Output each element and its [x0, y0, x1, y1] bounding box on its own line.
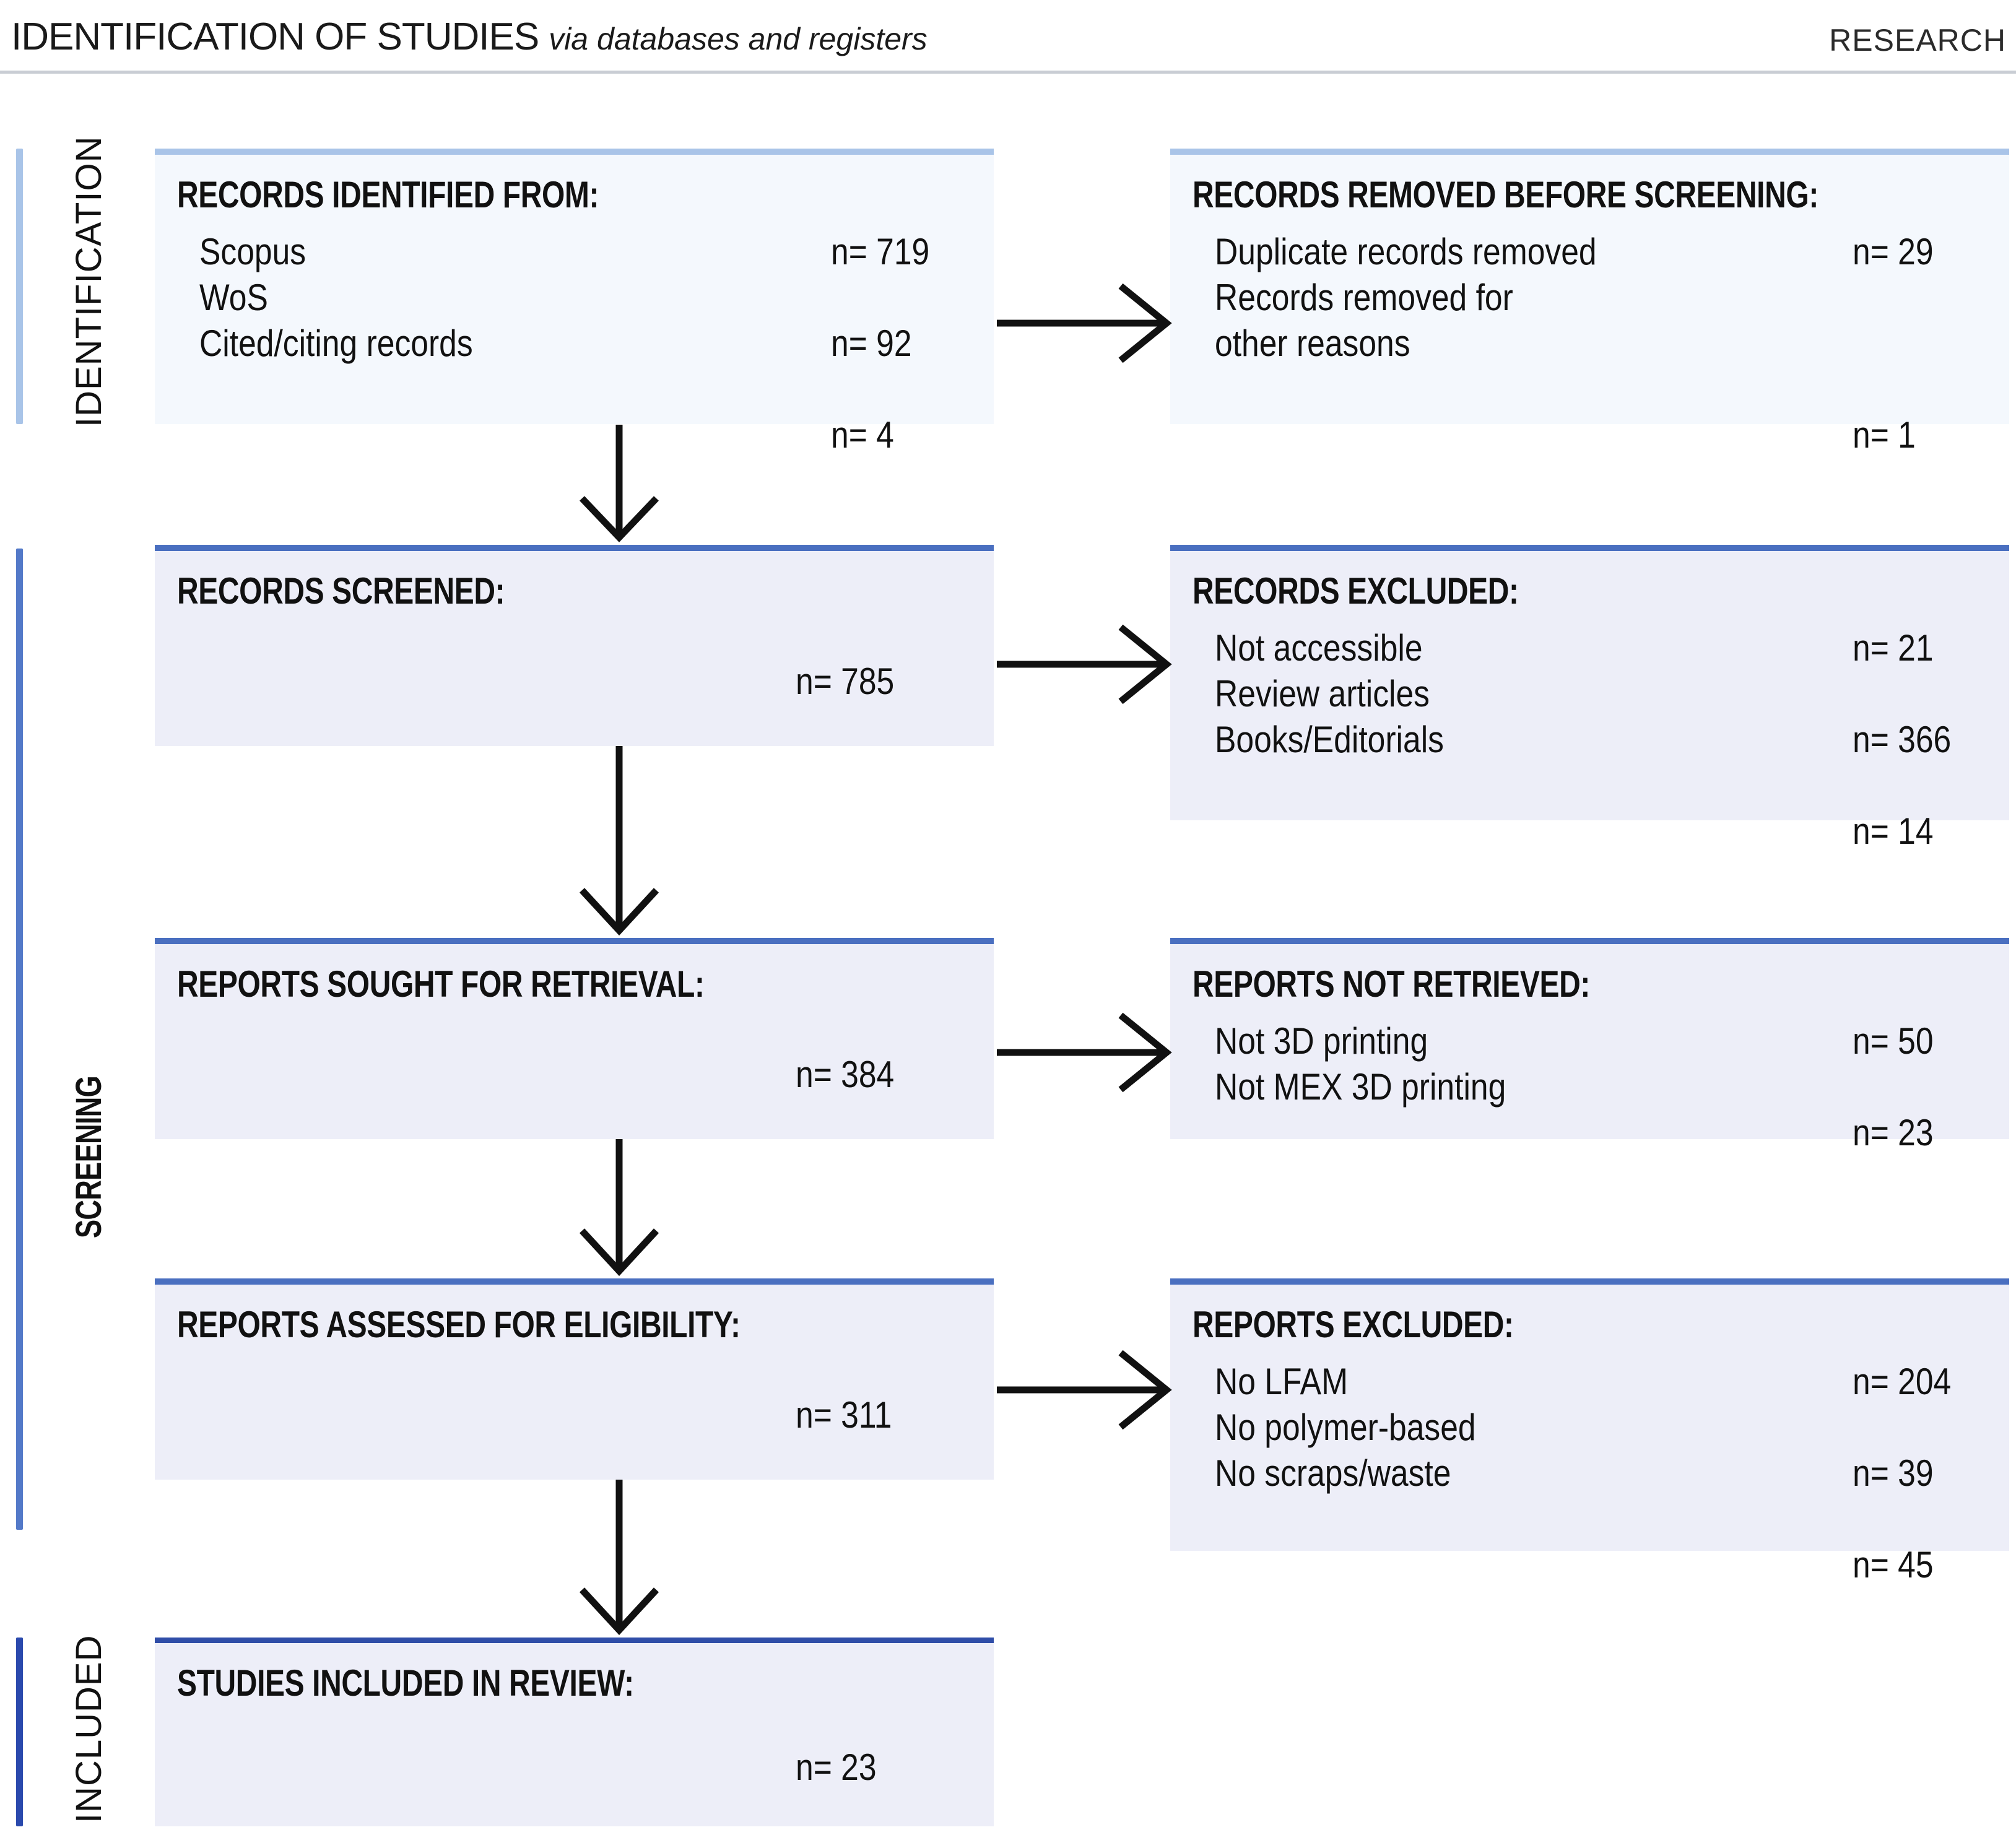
stage-label-included: INCLUDED	[69, 1634, 109, 1824]
row-value: n= 29	[1853, 231, 1934, 272]
stage-spine-screening	[16, 549, 23, 1530]
box-rows: Scopus n= 719 WoS n= 92 Cited/citing rec…	[199, 230, 975, 456]
row-value: n= 50	[1853, 1020, 1934, 1062]
box-reports-excluded: REPORTS EXCLUDED: No LFAM n= 204 No poly…	[1170, 1278, 2009, 1586]
box-rows: No LFAM n= 204 No polymer-based n= 39 No…	[1215, 1360, 1991, 1586]
row-value: n= 366	[1853, 719, 1952, 760]
arrow-down-identification-to-screened	[580, 425, 659, 542]
row-value: n= 39	[1853, 1452, 1934, 1494]
row-value: n= 14	[1853, 810, 1934, 852]
arrow-right-identification-to-removed	[997, 283, 1172, 363]
page-title-main: IDENTIFICATION OF STUDIES	[11, 15, 539, 58]
row-label: Duplicate records removed	[1215, 231, 1597, 272]
box-title: STUDIES INCLUDED IN REVIEW:	[177, 1662, 634, 1704]
page-subtitle: via databases and registers	[549, 22, 928, 56]
arrow-right-screened-to-excluded	[997, 624, 1172, 705]
row-label: No LFAM	[1215, 1361, 1349, 1402]
table-row: Cited/citing records n= 4	[199, 322, 975, 456]
row-label: Not MEX 3D printing	[1215, 1066, 1506, 1108]
box-title: REPORTS SOUGHT FOR RETRIEVAL:	[177, 963, 705, 1005]
row-label: Scopus	[199, 231, 306, 272]
stage-spine-included	[16, 1638, 23, 1826]
page-header: IDENTIFICATION OF STUDIES via databases a…	[0, 0, 2016, 74]
row-label: Records removed for	[1215, 277, 1513, 318]
arrow-right-sought-to-not-retrieved	[997, 1012, 1172, 1093]
row-value: n= 21	[1853, 627, 1934, 669]
box-records-removed: RECORDS REMOVED BEFORE SCREENING: Duplic…	[1170, 149, 2009, 456]
box-count: n= 311	[796, 1394, 892, 1436]
header-divider	[0, 71, 2016, 74]
row-label: Cited/citing records	[199, 323, 473, 364]
row-value: n= 204	[1853, 1361, 1952, 1402]
row-label: Books/Editorials	[1215, 719, 1444, 760]
table-row: other reasons n= 1	[1215, 322, 1991, 456]
row-label: Review articles	[1215, 673, 1430, 714]
table-row: Duplicate records removed n= 29	[1215, 230, 1991, 276]
row-value: n= 4	[831, 414, 894, 456]
box-reports-assessed: REPORTS ASSESSED FOR ELIGIBILITY: n= 311	[155, 1278, 994, 1480]
table-row: Not accessible n= 21	[1215, 627, 1991, 672]
page-title: IDENTIFICATION OF STUDIES via databases a…	[11, 15, 928, 59]
box-title: RECORDS REMOVED BEFORE SCREENING:	[1193, 174, 1818, 215]
row-label: Not 3D printing	[1215, 1020, 1428, 1062]
row-value: n= 719	[831, 231, 930, 272]
box-rows: Duplicate records removed n= 29 Records …	[1215, 230, 1991, 456]
table-row: Not MEX 3D printing n= 23	[1215, 1065, 1991, 1153]
row-value: n= 1	[1853, 414, 1916, 456]
box-rows: Not 3D printing n= 50 Not MEX 3D printin…	[1215, 1020, 1991, 1153]
box-title: REPORTS NOT RETRIEVED:	[1193, 963, 1590, 1005]
row-label: Not accessible	[1215, 627, 1423, 669]
arrow-down-screened-to-sought	[579, 746, 659, 936]
box-rows: Not accessible n= 21 Review articles n= …	[1215, 627, 1991, 852]
row-value: n= 92	[831, 323, 912, 364]
table-row: No scraps/waste n= 45	[1215, 1452, 1991, 1586]
row-label: WoS	[199, 277, 268, 318]
box-count: n= 785	[796, 661, 895, 702]
arrow-right-assessed-to-excluded	[997, 1350, 1172, 1430]
row-value: n= 23	[1853, 1112, 1934, 1153]
box-title: RECORDS IDENTIFIED FROM:	[177, 174, 599, 215]
stage-spine-identification	[16, 149, 23, 424]
box-title: RECORDS EXCLUDED:	[1193, 570, 1519, 612]
box-records-excluded: RECORDS EXCLUDED: Not accessible n= 21 R…	[1170, 545, 2009, 852]
arrow-down-sought-to-assessed	[579, 1139, 659, 1277]
table-row: No LFAM n= 204	[1215, 1360, 1991, 1406]
header-section-label: RESEARCH	[1829, 23, 2006, 58]
table-row: Scopus n= 719	[199, 230, 975, 276]
table-row: No polymer-based n= 39	[1215, 1406, 1991, 1494]
arrow-down-assessed-to-included	[579, 1480, 659, 1636]
table-row: Books/Editorials n= 14	[1215, 718, 1991, 852]
row-label: No polymer-based	[1215, 1407, 1476, 1448]
box-count: n= 384	[796, 1054, 895, 1095]
box-title: RECORDS SCREENED:	[177, 570, 505, 612]
box-title: REPORTS EXCLUDED:	[1193, 1304, 1514, 1345]
box-reports-not-retrieved: REPORTS NOT RETRIEVED: Not 3D printing n…	[1170, 938, 2009, 1153]
stage-label-screening: SCREENING	[69, 1076, 109, 1238]
row-label: No scraps/waste	[1215, 1452, 1451, 1494]
box-reports-sought: REPORTS SOUGHT FOR RETRIEVAL: n= 384	[155, 938, 994, 1139]
box-count: n= 23	[796, 1746, 877, 1788]
box-title: REPORTS ASSESSED FOR ELIGIBILITY:	[177, 1304, 741, 1345]
box-records-identified: RECORDS IDENTIFIED FROM: Scopus n= 719 W…	[155, 149, 994, 456]
box-studies-included: STUDIES INCLUDED IN REVIEW: n= 23	[155, 1638, 994, 1826]
table-row: Review articles n= 366	[1215, 672, 1991, 760]
row-label: other reasons	[1215, 323, 1410, 364]
table-row: WoS n= 92	[199, 276, 975, 364]
stage-label-identification: IDENTIFICATION	[69, 136, 109, 427]
box-records-screened: RECORDS SCREENED: n= 785	[155, 545, 994, 746]
table-row: Not 3D printing n= 50	[1215, 1020, 1991, 1065]
row-value: n= 45	[1853, 1544, 1934, 1586]
table-row: Records removed for	[1215, 276, 1991, 322]
